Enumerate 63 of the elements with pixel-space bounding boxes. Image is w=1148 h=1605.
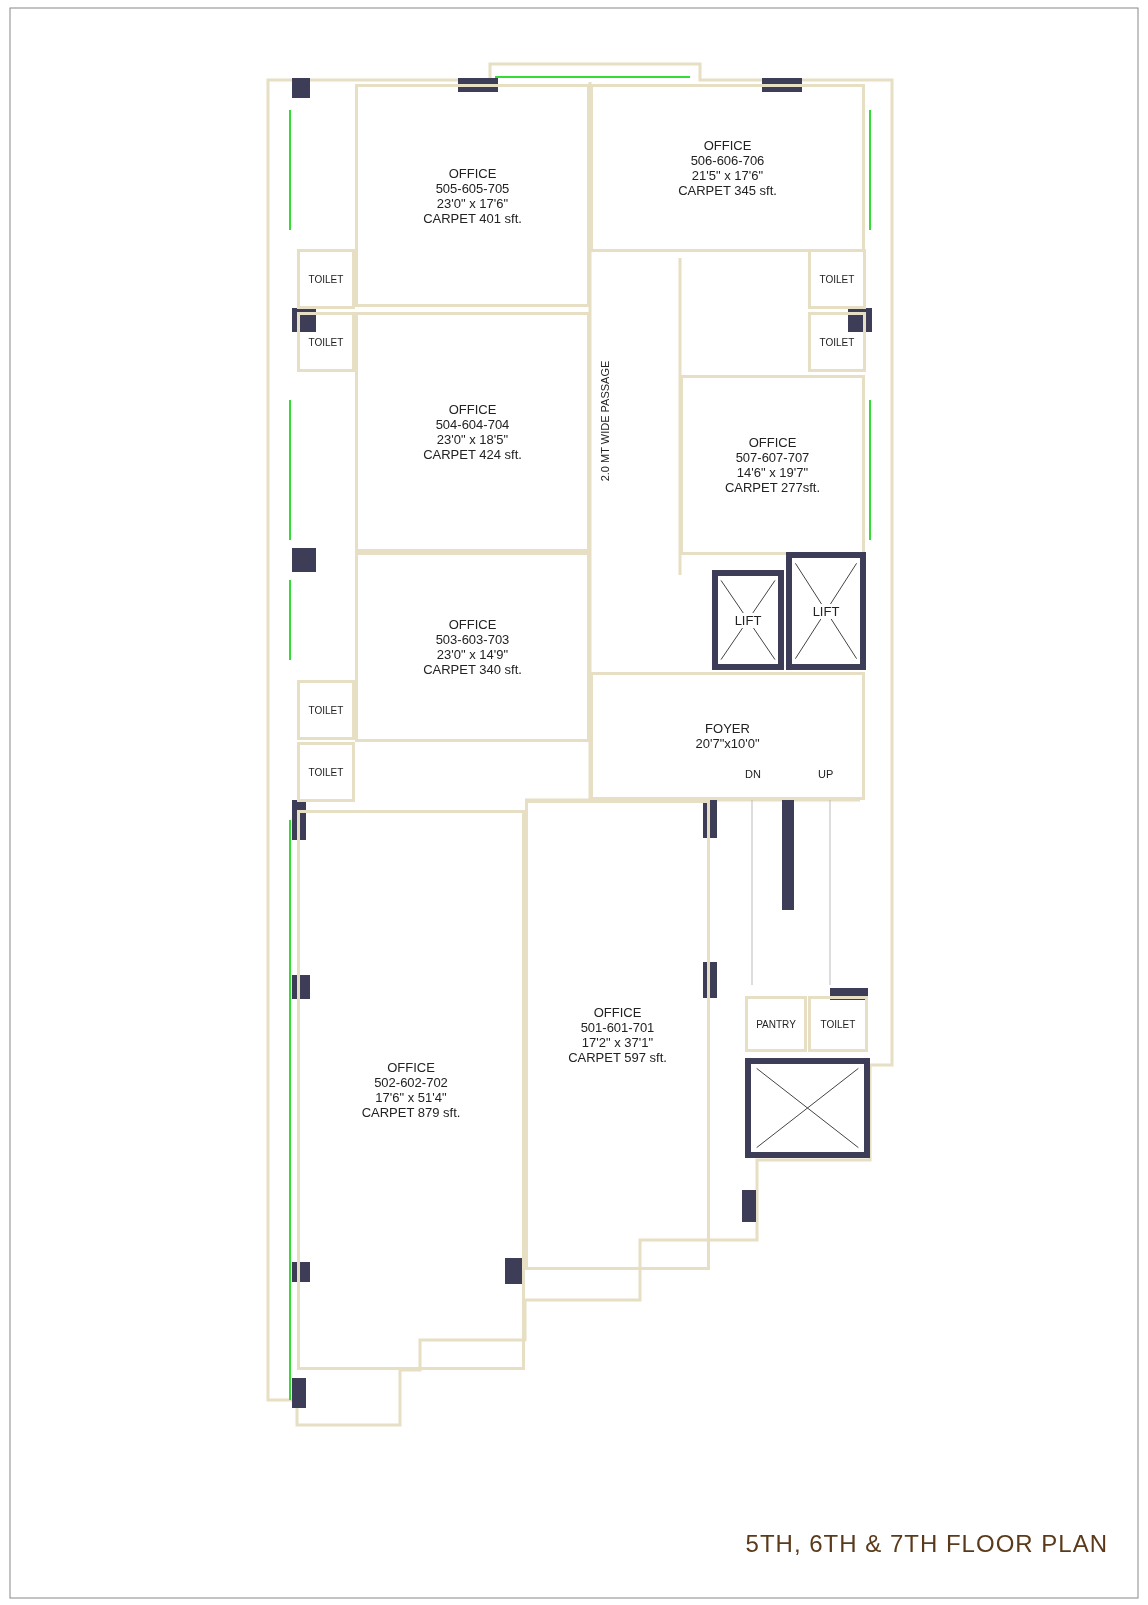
office-room <box>355 84 590 307</box>
lift-shaft <box>786 552 866 670</box>
foyer-area <box>590 672 865 800</box>
room-dimensions: 20'7"x10'0" <box>695 736 760 751</box>
room-dimensions: 17'2" x 37'1" <box>581 1035 654 1050</box>
room-name: OFFICE <box>748 435 797 450</box>
office-room <box>355 312 590 552</box>
office-room <box>297 810 525 1370</box>
toilet-room <box>297 742 355 802</box>
room-name: OFFICE <box>593 1005 642 1020</box>
room-name: OFFICE <box>387 1060 435 1075</box>
lift-shaft <box>712 570 784 670</box>
carpet-area: CARPET 879 sft. <box>361 1105 461 1120</box>
room-name: LIFT <box>812 603 840 619</box>
room-name: OFFICE <box>448 617 497 632</box>
room-name: TOILET <box>820 1017 856 1032</box>
toilet-room <box>297 680 355 740</box>
plan-title: 5TH, 6TH & 7TH FLOOR PLAN <box>745 1530 1108 1558</box>
stair-direction-label: DN <box>745 768 761 780</box>
office-room <box>680 375 865 555</box>
office-room <box>590 84 865 252</box>
unit-numbers: 503-603-703 <box>435 632 510 647</box>
unit-numbers: 505-605-705 <box>435 180 510 196</box>
unit-numbers: 507-607-707 <box>735 450 810 465</box>
carpet-area: CARPET 401 sft. <box>423 210 522 226</box>
room-dimensions: 23'0" x 14'9" <box>436 647 509 662</box>
room-name: OFFICE <box>703 138 752 153</box>
carpet-area: CARPET 424 sft. <box>423 447 522 462</box>
unit-numbers: 506-606-706 <box>690 153 765 168</box>
office-room <box>525 800 710 1270</box>
office-room <box>355 552 590 742</box>
room-dimensions: 17'6" x 51'4" <box>375 1090 447 1105</box>
carpet-area: CARPET 597 sft. <box>568 1050 667 1065</box>
stair-direction-label: UP <box>818 768 834 780</box>
room-name: FOYER <box>705 721 750 736</box>
toilet-room <box>808 312 866 372</box>
room-dimensions: 21'5" x 17'6" <box>691 168 764 183</box>
room-name: TOILET <box>308 335 344 350</box>
room-name: OFFICE <box>448 402 497 417</box>
unit-numbers: 504-604-704 <box>435 417 510 432</box>
room-dimensions: 23'0" x 18'5" <box>436 432 509 447</box>
pantry-room <box>745 996 807 1052</box>
room-name: TOILET <box>308 703 344 718</box>
toilet-room <box>808 249 866 309</box>
room-name: TOILET <box>819 272 855 287</box>
toilet-room <box>297 249 355 309</box>
room-name: TOILET <box>308 765 344 780</box>
passage-label: 2.0 MT WIDE PASSAGE <box>599 360 612 482</box>
room-name: OFFICE <box>448 165 497 181</box>
room-name: TOILET <box>308 272 344 287</box>
carpet-area: CARPET 340 sft. <box>423 662 522 677</box>
unit-numbers: 502-602-702 <box>374 1075 448 1090</box>
carpet-area: CARPET 277sft. <box>724 480 821 495</box>
room-name: PANTRY <box>756 1017 796 1032</box>
room-name: TOILET <box>819 335 855 350</box>
toilet-room <box>297 312 355 372</box>
toilet-room <box>808 996 868 1052</box>
room-dimensions: 23'0" x 17'6" <box>436 195 509 211</box>
room-dimensions: 14'6" x 19'7" <box>736 465 809 480</box>
lift-shaft <box>745 1058 870 1158</box>
carpet-area: CARPET 345 sft. <box>678 183 777 198</box>
unit-numbers: 501-601-701 <box>580 1020 655 1035</box>
room-name: LIFT <box>734 612 762 628</box>
